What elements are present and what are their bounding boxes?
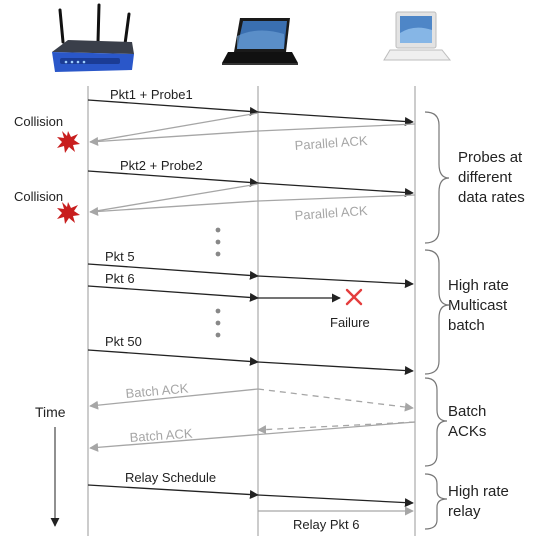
collision-burst-icon bbox=[57, 131, 80, 153]
parallel-ack-2-label: Parallel ACK bbox=[294, 203, 368, 223]
brace-relay bbox=[424, 473, 448, 530]
collision-label-2: Collision bbox=[14, 189, 63, 204]
relay-schedule-label: Relay Schedule bbox=[125, 470, 216, 485]
pkt6-label: Pkt 6 bbox=[105, 271, 135, 286]
phase-label-probes: Probes at different data rates bbox=[458, 149, 525, 206]
phase-label-multicast: High rate Multicast batch bbox=[448, 277, 509, 334]
collision-label-1: Collision bbox=[14, 114, 63, 129]
parallel-ack-2-arrow bbox=[89, 183, 416, 216]
svg-text:data rates: data rates bbox=[458, 189, 525, 206]
batch-ack-2-arrow bbox=[89, 421, 416, 452]
batch-ack-1-label: Batch ACK bbox=[125, 381, 189, 401]
brace-probes bbox=[424, 111, 450, 244]
svg-text:relay: relay bbox=[448, 503, 481, 520]
phase-label-batch-acks: Batch ACKs bbox=[448, 403, 486, 440]
parallel-ack-1-arrow bbox=[89, 112, 416, 146]
batch-ack-2-label: Batch ACK bbox=[129, 426, 193, 445]
failure-label: Failure bbox=[330, 315, 370, 330]
failure-x-icon bbox=[345, 288, 363, 306]
time-label: Time bbox=[35, 404, 66, 420]
relay-pkt6-label: Relay Pkt 6 bbox=[293, 517, 359, 532]
pkt1-probe1-arrow bbox=[87, 99, 414, 126]
batch-ack-1-arrow bbox=[89, 388, 414, 412]
svg-text:Multicast: Multicast bbox=[448, 297, 508, 314]
pkt2-probe2-label: Pkt2 + Probe2 bbox=[120, 158, 203, 173]
pkt6-arrow bbox=[87, 285, 341, 303]
brace-batch-acks bbox=[424, 377, 448, 467]
brace-multicast bbox=[424, 249, 450, 375]
svg-text:High rate: High rate bbox=[448, 483, 509, 500]
pkt5-label: Pkt 5 bbox=[105, 249, 135, 264]
ellipsis-dots-upper bbox=[215, 227, 221, 257]
pkt2-probe2-arrow bbox=[87, 170, 414, 197]
white-laptop-icon bbox=[383, 11, 452, 61]
pkt5-arrow bbox=[87, 263, 414, 289]
wireless-router-icon bbox=[52, 3, 134, 72]
ellipsis-dots-lower bbox=[215, 308, 221, 338]
collision-burst-icon bbox=[57, 202, 80, 224]
svg-text:Batch: Batch bbox=[448, 403, 486, 420]
svg-text:batch: batch bbox=[448, 317, 485, 334]
pkt50-label: Pkt 50 bbox=[105, 334, 142, 349]
phase-label-relay: High rate relay bbox=[448, 483, 509, 520]
svg-text:High rate: High rate bbox=[448, 277, 509, 294]
svg-text:ACKs: ACKs bbox=[448, 423, 486, 440]
svg-text:Probes at: Probes at bbox=[458, 149, 523, 166]
pkt50-arrow bbox=[87, 349, 414, 376]
relay-schedule-arrow bbox=[87, 484, 414, 508]
pkt1-probe1-label: Pkt1 + Probe1 bbox=[110, 87, 193, 102]
parallel-ack-1-label: Parallel ACK bbox=[294, 133, 368, 153]
svg-text:different: different bbox=[458, 169, 513, 186]
black-laptop-icon bbox=[222, 18, 298, 65]
